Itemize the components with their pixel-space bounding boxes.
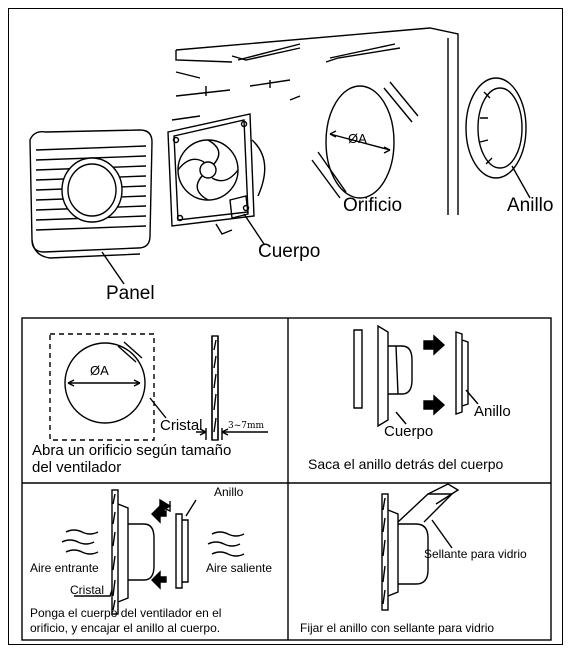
label-anillo-top: Anillo [507,195,554,216]
step1-caption-line2: del ventilador [32,459,122,476]
step1-caption-line1: Abra un orificio según tamaño [32,442,232,459]
label-aire-entrante: Aire entrante [30,561,99,575]
step1-caption: Abra un orificio según tamaño del ventil… [32,442,231,476]
outer-frame [8,8,563,645]
label-anillo-step2: Anillo [474,403,511,420]
label-anillo-step3: Anillo [214,485,244,499]
step3-caption-line1: Ponga el cuerpo del ventilador en el [30,606,222,620]
step3-drawing [61,489,245,615]
step4-drawing [381,483,460,611]
step-grid [21,317,552,641]
label-aire-saliente: Aire saliente [206,561,273,575]
label-orificio: Orificio [343,195,403,216]
label-cristal-step1: Cristal [160,417,203,434]
hole-orificio [311,81,419,199]
label-cristal-step3: Cristal [70,583,105,597]
step3-caption-line2: orificio, y encajar el anillo al cuerpo. [30,621,221,635]
window-frame [171,27,459,215]
label-diameter-step1: ØA [90,363,109,378]
fan-body-cuerpo [167,113,266,245]
label-cuerpo-top: Cuerpo [258,241,321,262]
label-sellante: Sellante para vidrio [424,547,527,561]
ring-anillo [465,77,531,199]
label-cuerpo-step2: Cuerpo [384,423,434,440]
step4-caption: Fijar el anillo con sellante para vidrio [300,621,495,635]
label-diameter-top: ØA [348,131,367,146]
label-panel: Panel [106,283,155,304]
front-panel [29,129,153,285]
label-thickness: 3~7mm [228,421,265,431]
step3-caption: Ponga el cuerpo del ventilador en el ori… [30,606,221,636]
step2-drawing [353,324,479,428]
step1-drawing [49,333,268,441]
step2-caption: Saca el anillo detrás del cuerpo [308,456,504,472]
